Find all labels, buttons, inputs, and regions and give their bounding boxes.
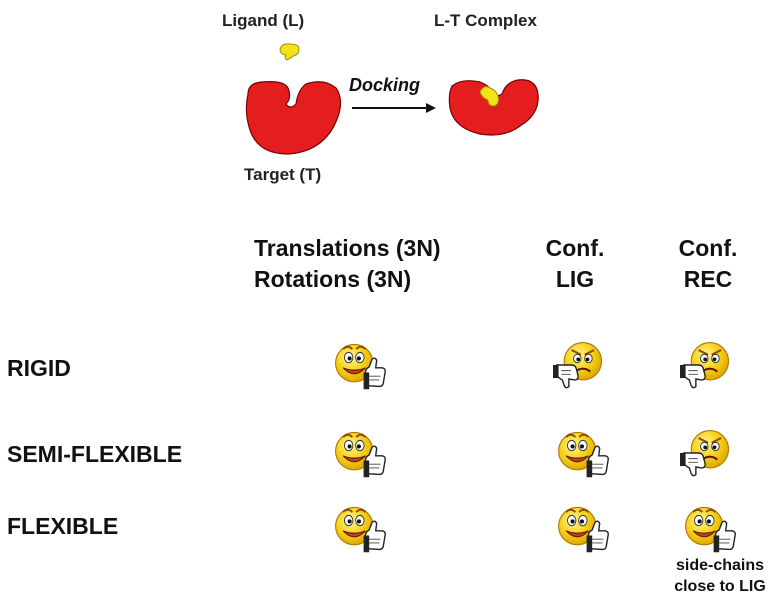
header-degrees-of-freedom: Translations (3N) Rotations (3N) — [254, 233, 508, 295]
header-translations: Translations (3N) — [254, 235, 441, 261]
thumbs-up-smiley-icon — [553, 500, 609, 556]
complex-shape — [448, 79, 539, 136]
thumbs-up-smiley-icon — [330, 425, 386, 481]
thumbs-up-smiley-icon — [330, 500, 386, 556]
ligand-label: Ligand (L) — [222, 11, 305, 30]
thumbs-down-smiley-icon — [680, 425, 736, 481]
docking-arrow — [352, 103, 436, 113]
target-label: Target (T) — [244, 165, 322, 184]
thumbs-up-smiley-icon — [553, 425, 609, 481]
complex-label: L-T Complex — [434, 11, 537, 30]
header-conf-lig-line1: Conf. — [545, 235, 605, 261]
docking-label: Docking — [349, 75, 421, 95]
header-conf-rec-line2: REC — [683, 266, 733, 292]
note-line2: close to LIG — [674, 578, 766, 595]
header-conf-rec-line1: Conf. — [678, 235, 738, 261]
header-conf-rec: Conf. REC — [673, 233, 743, 295]
header-conf-lig-line2: LIG — [555, 266, 595, 292]
row-label-flexible: FLEXIBLE — [7, 513, 119, 539]
ligand-shape — [279, 43, 300, 61]
row-label-semi-flexible: SEMI-FLEXIBLE — [7, 441, 183, 467]
header-conf-lig: Conf. LIG — [540, 233, 610, 295]
note-line1: side-chains — [675, 557, 765, 574]
target-protein-shape — [245, 81, 342, 155]
thumbs-up-smiley-icon — [330, 337, 386, 393]
header-rotations: Rotations (3N) — [254, 266, 412, 292]
flexible-rec-note: side-chains close to LIG — [664, 555, 776, 597]
thumbs-down-smiley-icon — [680, 337, 736, 393]
row-label-rigid: RIGID — [7, 355, 71, 381]
thumbs-down-smiley-icon — [553, 337, 609, 393]
thumbs-up-smiley-icon — [680, 500, 736, 556]
